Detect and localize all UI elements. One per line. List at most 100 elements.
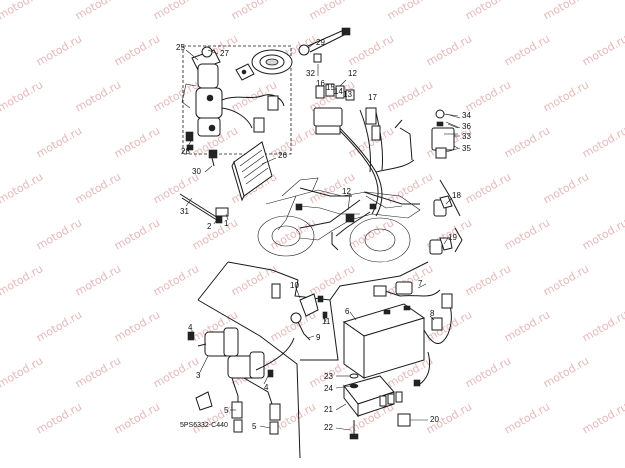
watermark-text: motod.ru bbox=[541, 0, 591, 23]
callout-28: 28 bbox=[181, 147, 190, 156]
watermark-text: motod.ru bbox=[346, 32, 396, 68]
starter-relay bbox=[431, 109, 459, 159]
watermark-text: motod.ru bbox=[580, 124, 625, 160]
callout-25: 25 bbox=[176, 43, 185, 52]
callout-24: 24 bbox=[324, 384, 333, 393]
watermark-text: motod.ru bbox=[463, 170, 513, 206]
watermark-text: motod.ru bbox=[541, 170, 591, 206]
watermark-text: motod.ru bbox=[385, 78, 435, 114]
relay-group bbox=[313, 83, 381, 141]
watermark-text: motod.ru bbox=[34, 400, 84, 436]
watermark-text: motod.ru bbox=[502, 308, 552, 344]
callout-23: 23 bbox=[324, 372, 333, 381]
callout-4-bottom: 4 bbox=[264, 383, 269, 392]
watermark-text: motod.ru bbox=[73, 0, 123, 23]
watermark-text: motod.ru bbox=[307, 262, 357, 298]
bolts-left bbox=[179, 149, 229, 224]
callout-18: 18 bbox=[452, 191, 461, 200]
callout-5-top: 5 bbox=[224, 406, 229, 415]
watermark-text: motod.ru bbox=[73, 262, 123, 298]
divider-lines bbox=[197, 119, 463, 459]
watermark-text: motod.ru bbox=[112, 216, 162, 252]
callout-22: 22 bbox=[324, 423, 333, 432]
callout-30: 30 bbox=[192, 167, 201, 176]
callout-31: 31 bbox=[180, 207, 189, 216]
watermark-text: motod.ru bbox=[463, 262, 513, 298]
watermark-text: motod.ru bbox=[151, 0, 201, 23]
callout-21: 21 bbox=[324, 405, 333, 414]
neutral-switch bbox=[271, 283, 328, 341]
callout-15: 15 bbox=[326, 83, 335, 92]
watermark-text: motod.ru bbox=[463, 0, 513, 23]
watermark-text: motod.ru bbox=[541, 78, 591, 114]
callout-16: 16 bbox=[316, 79, 325, 88]
watermark-text: motod.ru bbox=[112, 124, 162, 160]
callout-27: 27 bbox=[220, 49, 229, 58]
watermark-text: motod.ru bbox=[580, 32, 625, 68]
callout-10: 10 bbox=[290, 281, 299, 290]
callout-13: 13 bbox=[343, 90, 352, 99]
watermark-text: motod.ru bbox=[112, 32, 162, 68]
watermark-text: motod.ru bbox=[34, 32, 84, 68]
watermark-text: motod.ru bbox=[151, 354, 201, 390]
callout-34: 34 bbox=[462, 111, 471, 120]
watermark-text: motod.ru bbox=[73, 354, 123, 390]
fuel-cap bbox=[235, 49, 293, 81]
callout-35: 35 bbox=[462, 144, 471, 153]
side-sensors bbox=[429, 195, 453, 255]
callout-36: 36 bbox=[462, 122, 471, 131]
rectifier-regulator bbox=[343, 373, 411, 440]
diagram-code: 5PS6332-C440 bbox=[180, 422, 228, 429]
watermark-text: motod.ru bbox=[463, 354, 513, 390]
callout-12-mid: 12 bbox=[342, 187, 351, 196]
callout-8: 8 bbox=[430, 309, 435, 318]
callout-20: 20 bbox=[430, 415, 439, 424]
watermark-text: motod.ru bbox=[112, 308, 162, 344]
callout-14: 14 bbox=[334, 87, 343, 96]
watermark-text: motod.ru bbox=[190, 216, 240, 252]
callout-12-top: 12 bbox=[348, 69, 357, 78]
callout-19: 19 bbox=[448, 233, 457, 242]
watermark-text: motod.ru bbox=[541, 354, 591, 390]
callout-1: 1 bbox=[224, 219, 229, 228]
watermark-text: motod.ru bbox=[112, 400, 162, 436]
watermark-text: motod.ru bbox=[307, 0, 357, 23]
callout-9: 9 bbox=[316, 333, 321, 342]
watermark-text: motod.ru bbox=[0, 262, 45, 298]
callout-26: 26 bbox=[278, 151, 287, 160]
leader-lines bbox=[185, 41, 461, 431]
callout-3: 3 bbox=[196, 371, 201, 380]
callout-32: 32 bbox=[306, 69, 315, 78]
callout-labels: 25 27 28 26 30 31 2 1 29 32 12 16 15 14 … bbox=[176, 38, 471, 432]
watermark-text: motod.ru bbox=[151, 262, 201, 298]
watermark-text: motod.ru bbox=[502, 124, 552, 160]
battery bbox=[342, 281, 453, 387]
watermark-text: motod.ru bbox=[268, 124, 318, 160]
watermark-text: motod.ru bbox=[502, 400, 552, 436]
watermark-text: motod.ru bbox=[502, 216, 552, 252]
watermark-text: motod.ru bbox=[73, 78, 123, 114]
watermark-text: motod.ru bbox=[580, 400, 625, 436]
motorcycle-outline bbox=[257, 177, 421, 263]
ignition-assembly bbox=[181, 45, 292, 155]
watermark-text: motod.ru bbox=[580, 216, 625, 252]
watermark-text: motod.ru bbox=[151, 78, 201, 114]
watermark-text: motod.ru bbox=[580, 308, 625, 344]
watermark-layer: motod.ru motod.ru motod.ru motod.ru motod.ru… bbox=[0, 0, 625, 437]
watermark-text: motod.ru bbox=[0, 170, 45, 206]
watermark-text: motod.ru bbox=[463, 78, 513, 114]
callout-2: 2 bbox=[207, 222, 212, 231]
watermark-text: motod.ru bbox=[229, 0, 279, 23]
watermark-text: motod.ru bbox=[0, 78, 45, 114]
callout-7: 7 bbox=[418, 279, 423, 288]
callout-33: 33 bbox=[462, 132, 471, 141]
watermark-text: motod.ru bbox=[424, 32, 474, 68]
watermark-text: motod.ru bbox=[34, 308, 84, 344]
callout-6: 6 bbox=[345, 307, 350, 316]
ignition-coils bbox=[187, 327, 295, 435]
watermark-text: motod.ru bbox=[34, 124, 84, 160]
ecu-unit bbox=[231, 141, 273, 202]
watermark-text: motod.ru bbox=[502, 32, 552, 68]
callout-4-top: 4 bbox=[188, 323, 193, 332]
